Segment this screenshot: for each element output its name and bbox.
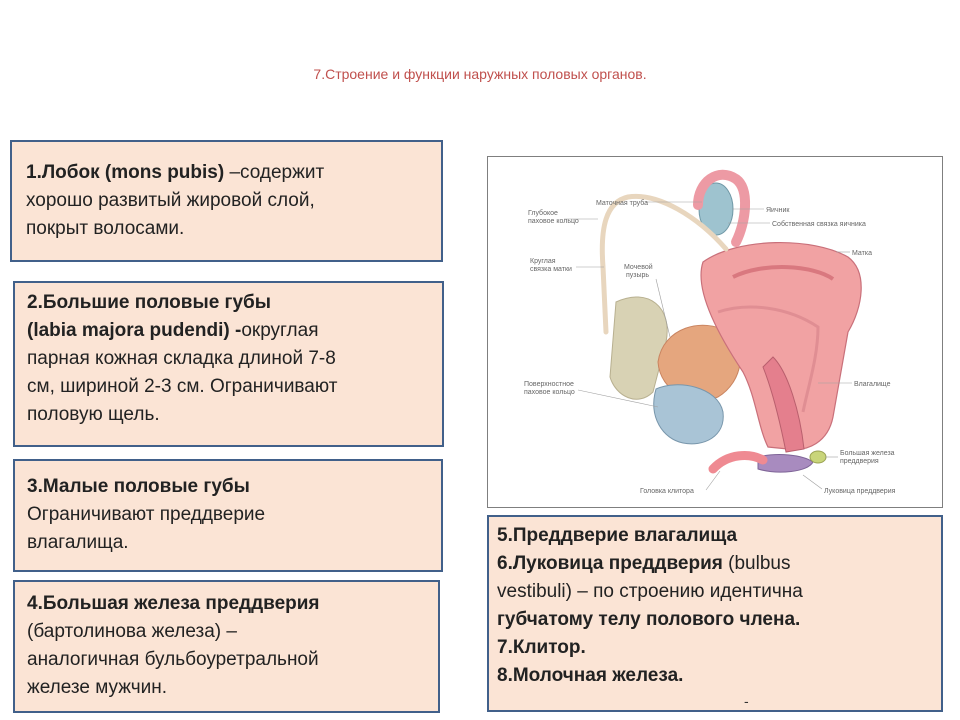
labia-majora-text-5: половую щель.: [27, 404, 160, 425]
anatomy-illustration: Глубокое паховое кольцо Маточная труба Я…: [524, 169, 896, 495]
labia-majora-text-3: парная кожная складка длиной 7-8: [27, 348, 336, 369]
labia-majora-box: 2.Большие половые губы (labia majora pud…: [13, 281, 444, 447]
label-round-ligament-1: Круглая: [530, 258, 556, 265]
uterine-cavity: [732, 265, 835, 281]
labia-majora-heading-text: 2.Большие половые губы: [27, 292, 271, 313]
labia-minora-heading: 3.Малые половые губы: [27, 473, 441, 501]
pubic-cushion: [653, 384, 724, 445]
vestibular-gland-text-4: железе мужчин.: [27, 677, 167, 698]
label-ovary-ligament: Собственная связка яичника: [772, 220, 866, 228]
vestibule-list-box: 5.Преддверие влагалища 6.Луковица преддв…: [487, 515, 943, 712]
clitoris-shape: [708, 451, 768, 474]
vestibular-gland-heading: 4.Большая железа преддверия: [27, 590, 438, 618]
label-tube: Маточная труба: [596, 199, 648, 207]
bottom-mark: -: [744, 693, 749, 709]
labia-majora-text-2: округлая: [241, 320, 319, 341]
vestibule-item-7-text: 7.Клитор.: [497, 637, 586, 658]
vestibule-item-6-line-2: vestibuli) – по строению идентична: [497, 581, 803, 602]
mons-pubis-heading: 1.Лобок (mons pubis): [26, 162, 225, 183]
label-vagina: Влагалище: [854, 381, 891, 388]
vestibule-item-5: 5.Преддверие влагалища: [497, 522, 941, 550]
label-superficial-ring-1: Поверхностное: [524, 381, 574, 388]
vagina-shape: [762, 356, 805, 453]
labia-majora-latin: (labia majora pudendi) -: [27, 320, 242, 341]
vestibule-item-6-line-3: губчатому телу полового члена.: [497, 606, 941, 634]
leader-lines: [564, 201, 852, 491]
slide-title: 7.Строение и функции наружных половых ор…: [313, 66, 647, 82]
vestibular-gland-box: 4.Большая железа преддверия (бартолинова…: [13, 580, 440, 713]
mons-pubis-text-3: покрыт волосами.: [26, 218, 185, 239]
uterus-shape: [700, 241, 862, 451]
mons-pubis-line-1: 1.Лобок (mons pubis) –содержит: [26, 159, 441, 187]
labia-minora-text-2: Ограничивают преддверие: [27, 504, 266, 525]
vestibule-item-7: 7.Клитор.: [497, 634, 941, 662]
label-superficial-ring-2: паховое кольцо: [524, 389, 575, 396]
labia-minora-heading-text: 3.Малые половые губы: [27, 476, 250, 497]
vestibular-gland-heading-text: 4.Большая железа преддверия: [27, 593, 320, 614]
vestibule-item-6-line-3-text: губчатому телу полового члена.: [497, 609, 801, 630]
label-gland-1: Большая железа: [840, 450, 895, 457]
vestibule-item-8-text: 8.Молочная железа.: [497, 665, 684, 686]
label-gland-2: преддверия: [840, 458, 879, 465]
labia-majora-text-4: см, шириной 2-3 см. Ограничивают: [27, 376, 338, 397]
label-deep-ring-2: паховое кольцо: [528, 218, 579, 225]
label-deep-ring-1: Глубокое: [528, 209, 558, 217]
vestibular-gland-text-2: (бартолинова железа) –: [27, 621, 237, 642]
label-round-ligament-2: связка матки: [530, 266, 572, 273]
label-ovary: Яичник: [766, 207, 790, 214]
vestibular-gland-text-3: аналогичная бульбоуретральной: [27, 649, 319, 670]
label-bladder-2: пузырь: [626, 272, 649, 279]
mons-pubis-text-2: хорошо развитый жировой слой,: [26, 190, 315, 211]
label-uterus: Матка: [852, 250, 872, 257]
vestibule-item-6: 6.Луковица преддверия (bulbus: [497, 550, 941, 578]
labia-majora-heading: 2.Большие половые губы: [27, 289, 442, 317]
fallopian-tube-shape: [693, 169, 751, 247]
vestibule-item-5-text: 5.Преддверие влагалища: [497, 525, 738, 546]
vestibule-item-6-text: (bulbus: [722, 553, 791, 574]
labia-minora-text-3: влагалища.: [27, 532, 129, 553]
round-ligament-shape: [599, 193, 729, 335]
mons-pubis-box: 1.Лобок (mons pubis) –содержит хорошо ра…: [10, 140, 443, 262]
label-clitoris-head: Головка клитора: [640, 488, 694, 495]
uterus-inner-fold: [717, 305, 820, 413]
labia-minora-box: 3.Малые половые губы Ограничивают преддв…: [13, 459, 443, 572]
vestibule-item-8: 8.Молочная железа.: [497, 662, 941, 690]
pubic-bone: [609, 296, 668, 400]
labia-majora-line-2: (labia majora pudendi) -округлая: [27, 317, 442, 345]
label-bladder-1: Мочевой: [624, 263, 653, 271]
vestibular-gland-shape: [809, 450, 827, 464]
label-bulb: Луковица преддверия: [824, 488, 896, 495]
vestibule-item-6-heading: 6.Луковица преддверия: [497, 553, 723, 574]
anatomy-figure: Глубокое паховое кольцо Маточная труба Я…: [487, 156, 943, 508]
mons-pubis-text-1: –содержит: [224, 162, 325, 183]
